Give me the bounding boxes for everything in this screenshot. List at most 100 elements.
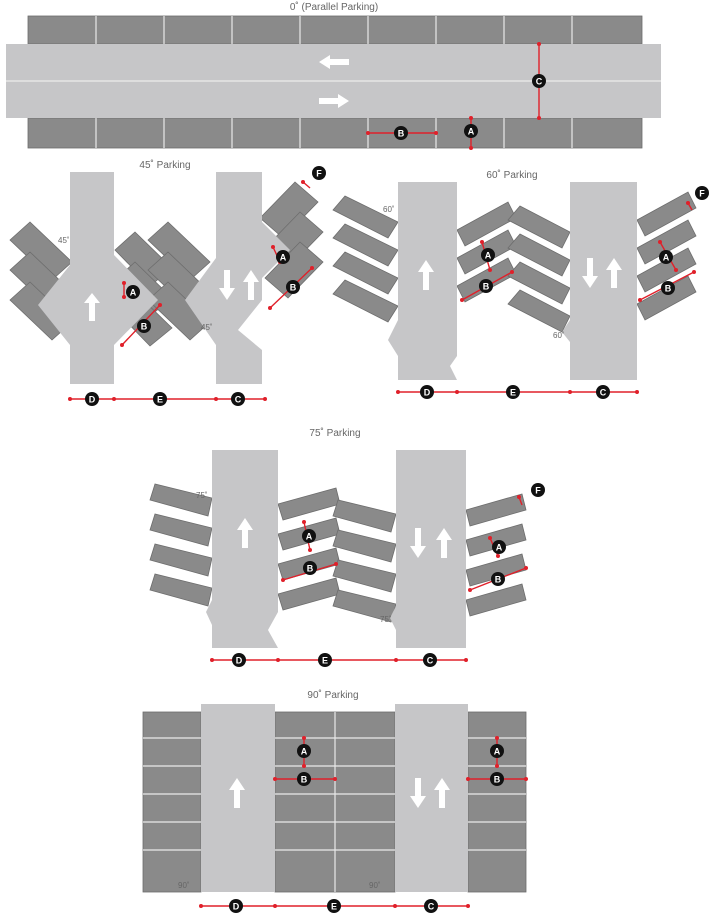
svg-text:D: D [236,656,243,666]
p60-angle-a: 60˚ [383,205,395,214]
parking-75-section: 75˚ Parking 75˚ 75˚ [149,427,545,667]
p90-arrow-up-2 [434,778,450,808]
p60-title: 60˚ Parking [486,169,537,181]
p45-title: 45˚ Parking [139,159,190,171]
p60-badge-c: C [596,385,610,399]
p45-badge-a: A [126,285,140,299]
p75-badge-b: B [303,561,317,575]
p75-angle-b: 75˚ [380,615,392,624]
svg-text:C: C [428,902,435,912]
p45-arrow-up-2 [243,270,259,300]
p75-badge-e: E [318,653,332,667]
p75-badge-d: D [232,653,246,667]
p75-badge-a2: A [492,540,506,554]
p45-badge-b: B [137,319,151,333]
p75-badge-b2: B [491,572,505,586]
p45-arrow-down [219,270,235,300]
svg-text:B: B [290,283,297,293]
svg-text:E: E [157,395,163,405]
p60-angle-b: 60˚ [553,331,565,340]
p45-aisle-left [38,172,158,384]
svg-text:F: F [316,169,322,179]
svg-text:A: A [494,747,501,757]
svg-text:A: A [663,253,670,263]
svg-text:F: F [699,189,705,199]
p90-badge-a: A [297,744,311,758]
p90-badge-e: E [327,899,341,913]
svg-text:C: C [235,395,242,405]
svg-text:D: D [233,902,240,912]
p90-badge-c: C [424,899,438,913]
p45-angle-b: 45˚ [201,323,213,332]
p90-stalls [142,711,527,893]
p90-angle-b: 90˚ [369,881,381,890]
svg-text:D: D [424,388,431,398]
p45-badge-d: D [85,392,99,406]
arrow-right [319,94,349,108]
svg-text:E: E [322,656,328,666]
arrow-left [319,55,349,69]
p90-badge-d: D [229,899,243,913]
p60-arrow-up [418,260,434,290]
svg-text:B: B [307,564,314,574]
p45-aisle-right [185,172,290,384]
p60-arrow-up-2 [606,258,622,288]
svg-text:A: A [496,543,503,553]
p90-arrow-up [229,778,245,808]
parallel-stall-row-top [27,15,643,45]
p60-badge-a: A [481,248,495,262]
svg-text:D: D [89,395,96,405]
p75-aisle-left [206,450,278,648]
p45-badge-b2: B [286,280,300,294]
svg-text:F: F [535,486,541,496]
svg-text:B: B [495,575,502,585]
badge-c: C [532,74,546,88]
p75-stalls [149,483,527,623]
p90-aisle-right [395,704,468,892]
svg-text:A: A [485,251,492,261]
parking-90-section: 90˚ Parking 90˚ 90˚ [142,689,528,913]
svg-text:C: C [536,77,543,87]
parking-60-section: 60˚ Parking 60˚ 60˚ [332,169,709,399]
svg-text:B: B [301,775,308,785]
p90-badge-b: B [297,772,311,786]
p45-arrow-up [84,293,100,321]
p60-stalls [332,191,697,333]
p90-badge-b2: B [490,772,504,786]
p90-angle-a: 90˚ [178,881,190,890]
svg-text:E: E [331,902,337,912]
p75-aisle-right [390,450,466,648]
parallel-title: 0˚ (Parallel Parking) [290,1,378,13]
parallel-stall-row-bottom [27,117,643,149]
parking-45-section: 45˚ Parking 45˚ 45˚ [9,159,326,406]
p75-angle-a: 75˚ [196,491,208,500]
p45-badge-a2: A [276,250,290,264]
svg-text:C: C [427,656,434,666]
p45-angle-a: 45˚ [58,236,70,245]
svg-text:A: A [280,253,287,263]
p60-aisle-right [562,182,637,380]
p75-arrow-up [237,518,253,548]
svg-text:A: A [130,288,137,298]
svg-text:B: B [398,129,405,139]
p60-badge-f: F [695,186,709,200]
p60-badge-b2: B [661,281,675,295]
svg-text:A: A [301,747,308,757]
p60-badge-a2: A [659,250,673,264]
p45-badge-f: F [312,166,326,180]
svg-text:C: C [600,388,607,398]
svg-text:E: E [510,388,516,398]
p90-arrow-down [410,778,426,808]
p75-arrow-up-2 [436,528,452,558]
svg-text:A: A [306,532,313,542]
p60-badge-b: B [479,279,493,293]
svg-text:B: B [494,775,501,785]
p60-badge-e: E [506,385,520,399]
p75-badge-f: F [531,483,545,497]
p45-badge-e: E [153,392,167,406]
p75-badge-c: C [423,653,437,667]
badge-a: A [464,124,478,138]
svg-text:B: B [665,284,672,294]
svg-text:B: B [141,322,148,332]
